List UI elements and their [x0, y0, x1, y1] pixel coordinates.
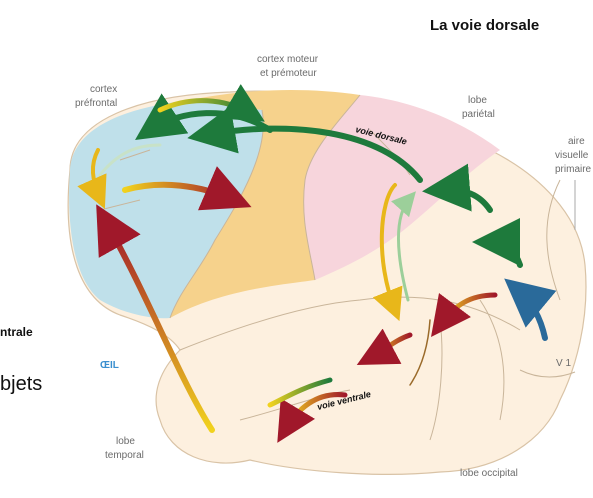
label-cortex-moteur-1: cortex moteur — [257, 54, 319, 65]
label-aire-visuelle-2: visuelle — [555, 150, 589, 161]
label-aire-visuelle-1: aire — [568, 136, 585, 147]
label-cortex-moteur-2: et prémoteur — [260, 68, 317, 79]
label-cortex-prefrontal-1: cortex — [90, 84, 117, 95]
label-v1: V 1 — [556, 358, 571, 369]
label-lobe-parietal-2: pariétal — [462, 109, 495, 120]
label-oeil: ŒIL — [100, 360, 119, 371]
title-voie-dorsale: La voie dorsale — [430, 17, 539, 34]
label-lobe-temporal-1: lobe — [116, 436, 135, 447]
label-cortex-prefrontal-2: préfrontal — [75, 98, 117, 109]
edge-text-bjets: bjets — [0, 373, 42, 395]
label-lobe-parietal-1: lobe — [468, 95, 487, 106]
label-lobe-occipital: lobe occipital — [460, 468, 518, 479]
label-lobe-temporal-2: temporal — [105, 450, 144, 461]
label-aire-visuelle-3: primaire — [555, 164, 592, 175]
edge-text-ntrale: ntrale — [0, 325, 33, 339]
